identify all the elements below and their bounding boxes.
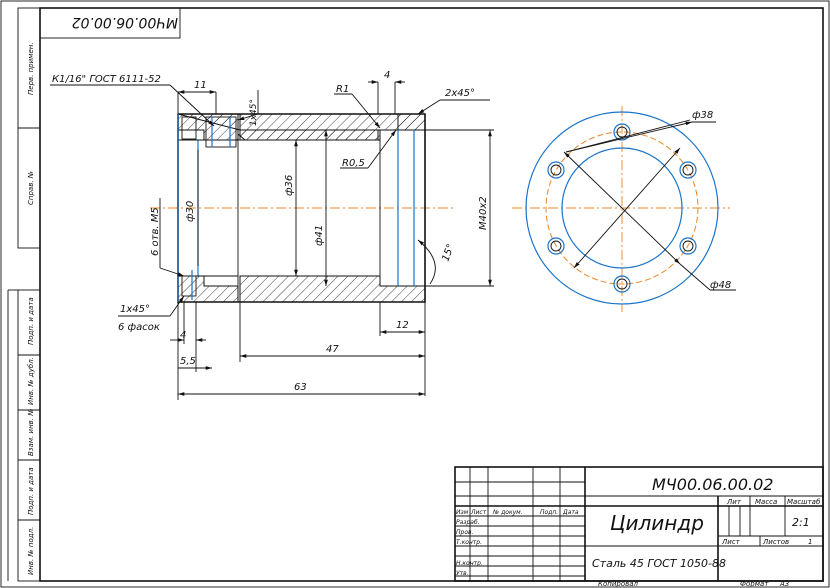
dim-11: 11 — [194, 80, 207, 91]
callout-r05: R0,5 — [342, 158, 365, 169]
header-scale: Масштаб — [787, 498, 821, 506]
section-view — [150, 113, 455, 303]
dim-m40x2: М40х2 — [478, 196, 489, 230]
callout-2x45: 2х45° — [445, 88, 475, 99]
side-label-sign-date-1: Подп. и дата — [27, 297, 35, 345]
side-labels: Перв. примен. Справ. № Подп. и дата Инв.… — [27, 42, 35, 575]
svg-text:МЧ00.06.00.02: МЧ00.06.00.02 — [72, 14, 178, 30]
role-tcontrol: Т.контр. — [456, 539, 482, 546]
footer: Копировал Формат А3 — [598, 580, 789, 588]
callout-6-holes-m5: 6 отв. М5 — [150, 207, 161, 256]
dim-d41: ф41 — [314, 225, 325, 246]
dim-d36: ф36 — [284, 175, 295, 196]
dim-d48: ф48 — [710, 280, 731, 291]
dim-5-5: 5,5 — [180, 356, 196, 367]
sheets-value: 1 — [808, 538, 812, 546]
title-material: Сталь 45 ГОСТ 1050-88 — [592, 557, 726, 570]
sheets-label: Листов — [762, 538, 789, 546]
dim-4-bottom: 4 — [180, 330, 186, 341]
title-block: МЧ00.06.00.02 Цилиндр Сталь 45 ГОСТ 1050… — [454, 466, 824, 582]
side-label-first-use: Перв. примен. — [27, 42, 35, 95]
role-ncontrol: Н.контр. — [456, 560, 483, 567]
role-checked: Пров. — [456, 529, 474, 536]
row-label-sign: Подп. — [540, 509, 558, 516]
header-lit: Лит — [726, 498, 742, 506]
footer-format-label: Формат — [740, 580, 769, 588]
dim-d30: ф30 — [185, 201, 196, 222]
scale-value: 2:1 — [792, 516, 810, 529]
row-label-doc-no: № докум. — [492, 509, 523, 516]
front-view: ф38 ф48 — [512, 106, 736, 312]
side-label-dup-inv: Инв. № дубл. — [27, 357, 35, 405]
header-mass: Масса — [755, 498, 777, 506]
title-designation: МЧ00.06.00.02 — [652, 475, 773, 494]
callout-thread-standard: К1/16" ГОСТ 6111-52 — [52, 74, 161, 85]
row-label-change: Изм — [456, 509, 469, 516]
side-label-ref-no: Справ. № — [27, 171, 35, 205]
footer-format-value: А3 — [779, 580, 789, 588]
dim-63: 63 — [294, 382, 307, 393]
side-label-orig-inv: Инв. № подл. — [27, 527, 35, 575]
dim-12: 12 — [396, 320, 409, 331]
callout-1x45-bottom: 1х45° — [120, 304, 150, 315]
callout-1x45-top: 1х45° — [249, 99, 259, 126]
callout-angle: 15° — [440, 243, 456, 263]
callout-r1: R1 — [336, 84, 349, 95]
side-label-sign-date-2: Подп. и дата — [27, 467, 35, 515]
row-label-sheet: Лист — [470, 509, 487, 516]
rotated-designation: МЧ00.06.00.02 — [39, 7, 181, 39]
side-label-repl-inv: Взам. инв. № — [27, 408, 35, 456]
footer-copied: Копировал — [598, 580, 639, 588]
role-approved: Утв. — [456, 570, 469, 577]
callout-6-chamfers: 6 фасок — [118, 322, 160, 333]
role-developed: Разраб. — [456, 519, 480, 526]
title-part-name: Цилиндр — [610, 511, 704, 535]
dim-4-top: 4 — [384, 70, 390, 81]
dim-d38: ф38 — [692, 110, 713, 121]
sheet-label: Лист — [721, 538, 741, 546]
row-label-date: Дата — [562, 509, 579, 516]
dim-47: 47 — [326, 344, 339, 355]
